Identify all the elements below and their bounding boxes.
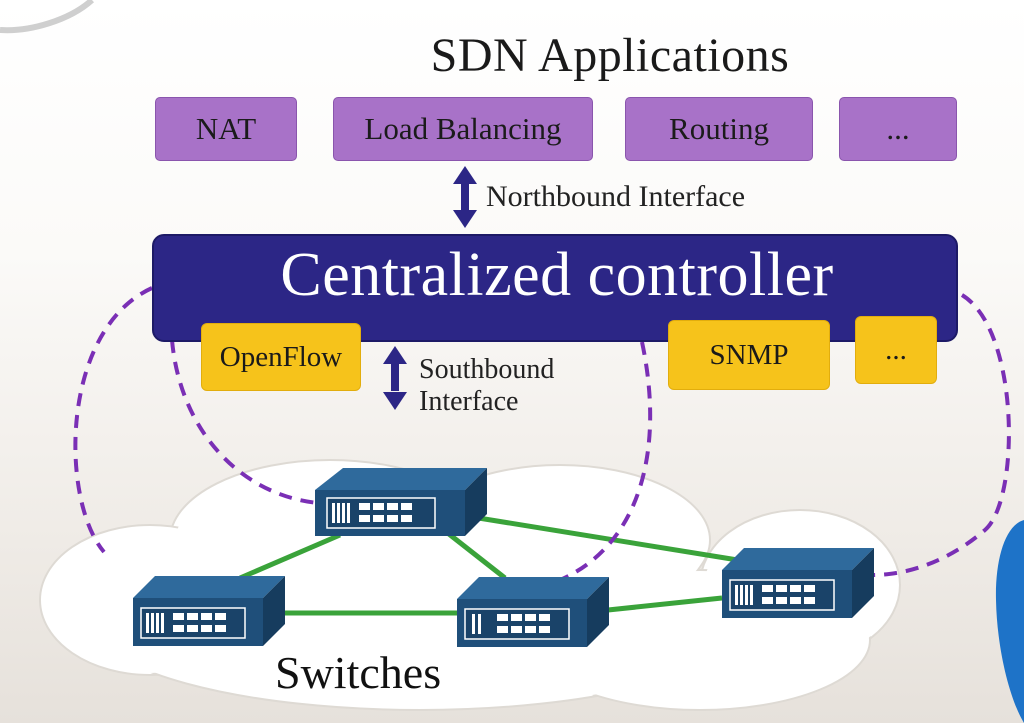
switch-icon [457, 577, 609, 647]
switch-icon [315, 468, 487, 536]
southbound-interface-label: Southbound Interface [419, 354, 554, 418]
control-connections [73, 286, 1011, 582]
northbound-double-arrow-icon [453, 166, 477, 228]
app-routing: Routing [625, 97, 813, 161]
switches-label: Switches [275, 647, 442, 698]
presenter-edge [995, 520, 1024, 723]
protocol-openflow: OpenFlow [201, 323, 361, 391]
app-more: ... [839, 97, 957, 161]
switch-icon [133, 576, 285, 646]
app-load-balancing: Load Balancing [333, 97, 593, 161]
northbound-interface-label: Northbound Interface [486, 180, 746, 213]
switch-icon [722, 548, 874, 618]
southbound-line-2: Interface [419, 386, 519, 417]
page-title: SDN Applications [430, 29, 790, 82]
app-nat: NAT [155, 97, 297, 161]
southbound-line-1: Southbound [419, 354, 555, 385]
protocol-more: ... [855, 316, 937, 384]
controller-label: Centralized controller [280, 241, 834, 309]
protocol-snmp: SNMP [668, 320, 830, 390]
southbound-double-arrow-icon [383, 346, 407, 410]
corner-decoration [0, 0, 95, 34]
